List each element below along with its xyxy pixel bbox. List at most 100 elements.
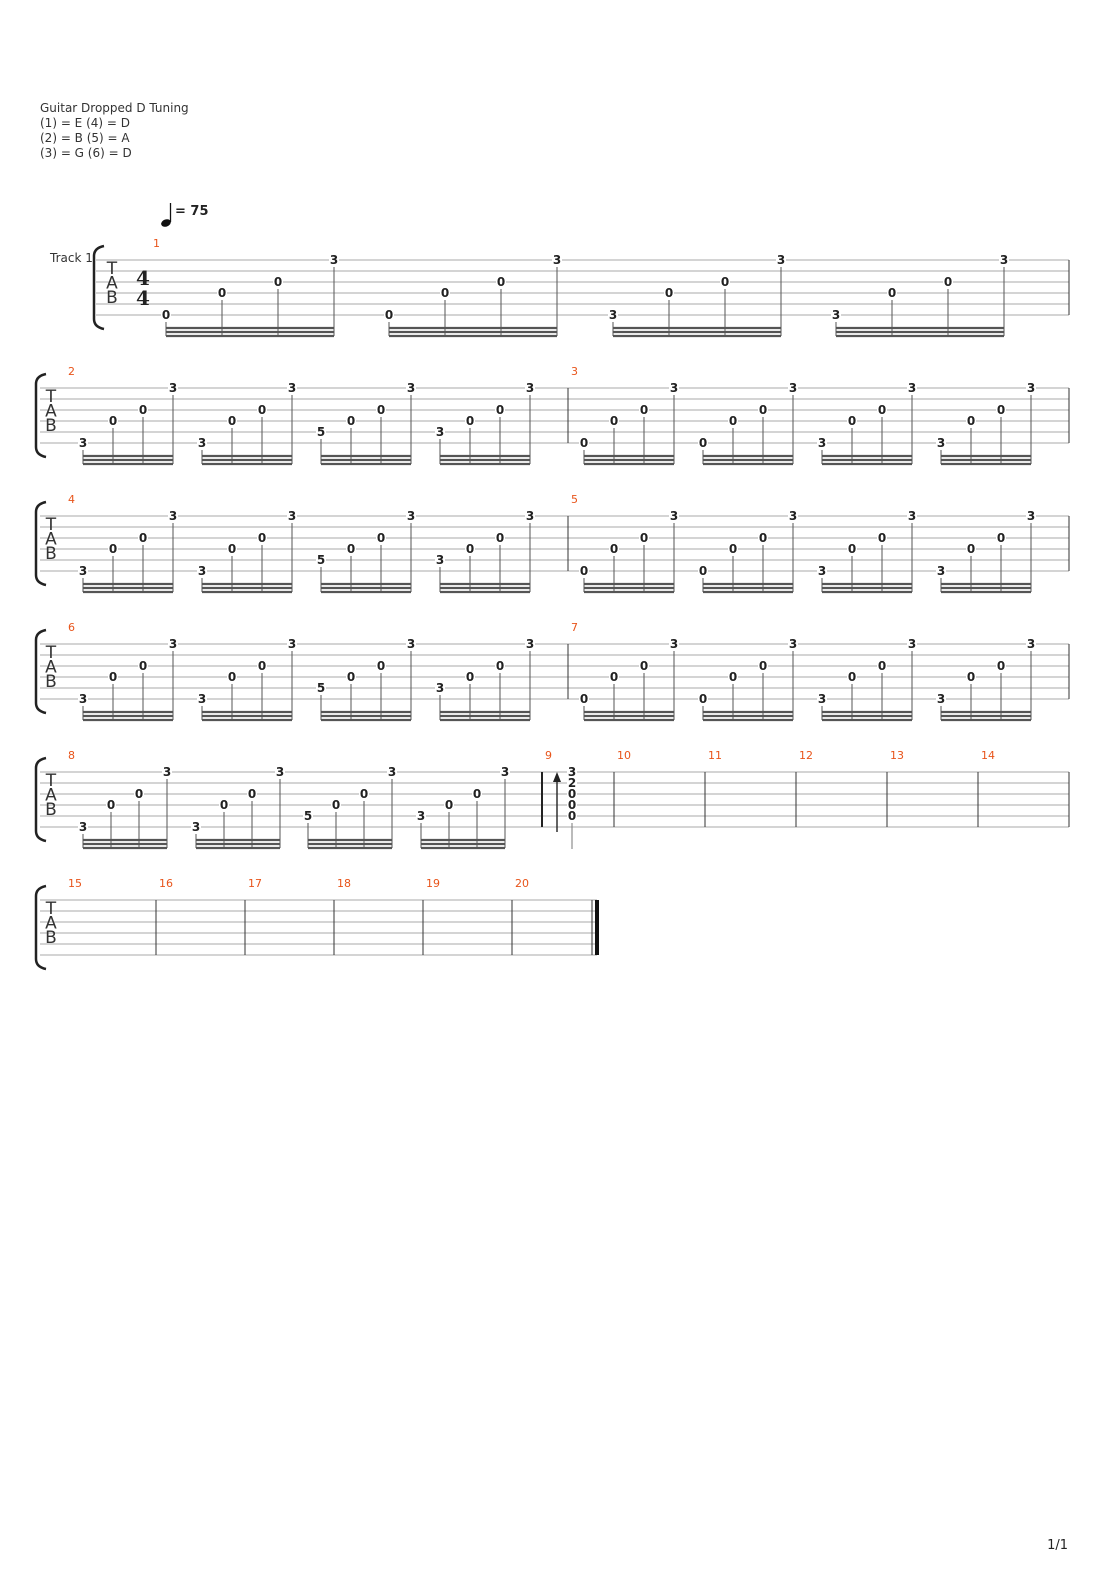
fret-number-mask [316, 426, 326, 438]
fret-number-mask [996, 532, 1006, 544]
fret-number-mask [567, 810, 577, 822]
fret-number-mask [887, 287, 897, 299]
fret-number: 3 [937, 436, 945, 450]
fret-number: 3 [526, 381, 534, 395]
fret-number: 3 [908, 637, 916, 651]
fret-number-mask [168, 382, 178, 394]
fret-number: 0 [496, 659, 504, 673]
fret-number: 3 [288, 381, 296, 395]
tab-system [34, 628, 1070, 722]
fret-number-mask [1026, 510, 1036, 522]
fret-number: 0 [729, 542, 737, 556]
fret-number: 3 [388, 765, 396, 779]
fret-number: 0 [568, 798, 576, 812]
fret-number: 3 [288, 637, 296, 651]
fret-number: 3 [436, 681, 444, 695]
fret-number-mask [495, 404, 505, 416]
fret-number: 0 [385, 308, 393, 322]
tab-clef-letter: A [106, 274, 118, 294]
fret-number-mask [525, 638, 535, 650]
fret-number: 0 [360, 787, 368, 801]
tab-system [34, 756, 1070, 850]
fret-number: 3 [169, 509, 177, 523]
fret-number-mask [525, 382, 535, 394]
fret-number-mask [78, 437, 88, 449]
fret-number: 0 [759, 659, 767, 673]
system-bracket [34, 756, 47, 843]
fret-number: 0 [665, 286, 673, 300]
fret-number-mask [197, 693, 207, 705]
system-bracket [92, 244, 105, 331]
fret-number-mask [406, 382, 416, 394]
fret-number: 3 [79, 692, 87, 706]
fret-number-mask [567, 788, 577, 800]
fret-number: 0 [610, 414, 618, 428]
fret-number: 0 [878, 659, 886, 673]
fret-number: 0 [258, 659, 266, 673]
fret-number-mask [728, 671, 738, 683]
fret-number-mask [639, 660, 649, 672]
quarter-note-icon [161, 219, 171, 227]
fret-number: 3 [407, 637, 415, 651]
fret-number: 3 [609, 308, 617, 322]
fret-number: 0 [997, 403, 1005, 417]
fret-number: 3 [407, 381, 415, 395]
fret-number-mask [500, 766, 510, 778]
fret-number-mask [257, 404, 267, 416]
fret-number-mask [1026, 382, 1036, 394]
fret-number: 3 [169, 637, 177, 651]
fret-number-mask [444, 799, 454, 811]
fret-number-mask [78, 565, 88, 577]
fret-number: 0 [944, 275, 952, 289]
track-label: Track 1 [49, 251, 93, 265]
tab-clef-letter: T [106, 259, 118, 279]
fret-number: 0 [473, 787, 481, 801]
fret-number: 3 [79, 564, 87, 578]
fret-number: 0 [135, 787, 143, 801]
fret-number-mask [435, 682, 445, 694]
fret-number: 0 [274, 275, 282, 289]
fret-number-mask [669, 382, 679, 394]
fret-number-mask [219, 799, 229, 811]
fret-number: 3 [818, 564, 826, 578]
fret-number-mask [496, 276, 506, 288]
tab-clef-letter: A [45, 402, 57, 422]
fret-number-mask [579, 693, 589, 705]
fret-number-mask [227, 671, 237, 683]
fret-number-mask [168, 638, 178, 650]
fret-number-mask [346, 671, 356, 683]
tab-clef-letter: T [45, 643, 57, 663]
fret-number-mask [817, 565, 827, 577]
fret-number-mask [728, 415, 738, 427]
fret-number-mask [217, 287, 227, 299]
fret-number: 0 [568, 787, 576, 801]
fret-number: 0 [967, 414, 975, 428]
fret-number: 0 [377, 403, 385, 417]
fret-number-mask [907, 638, 917, 650]
fret-number: 3 [670, 509, 678, 523]
fret-number-mask [936, 565, 946, 577]
fret-number: 0 [610, 670, 618, 684]
fret-number: 0 [640, 659, 648, 673]
tuning-line: (2) = B (5) = A [40, 131, 130, 145]
fret-number-mask [138, 532, 148, 544]
fret-number-mask [552, 254, 562, 266]
fret-number: 3 [670, 637, 678, 651]
fret-number: 3 [789, 509, 797, 523]
fret-number-mask [1026, 638, 1036, 650]
fret-number: 0 [699, 692, 707, 706]
fret-number-mask [435, 426, 445, 438]
fret-number-mask [966, 543, 976, 555]
tab-system [34, 500, 1070, 594]
fret-number-mask [936, 693, 946, 705]
fret-number: 0 [967, 670, 975, 684]
fret-number-mask [138, 660, 148, 672]
fret-number-mask [257, 532, 267, 544]
fret-number: 0 [258, 531, 266, 545]
fret-number-mask [728, 543, 738, 555]
fret-number-mask [161, 309, 171, 321]
measure-number: 13 [890, 749, 904, 762]
fret-number: 3 [526, 637, 534, 651]
fret-number-mask [197, 565, 207, 577]
fret-number: 3 [79, 820, 87, 834]
